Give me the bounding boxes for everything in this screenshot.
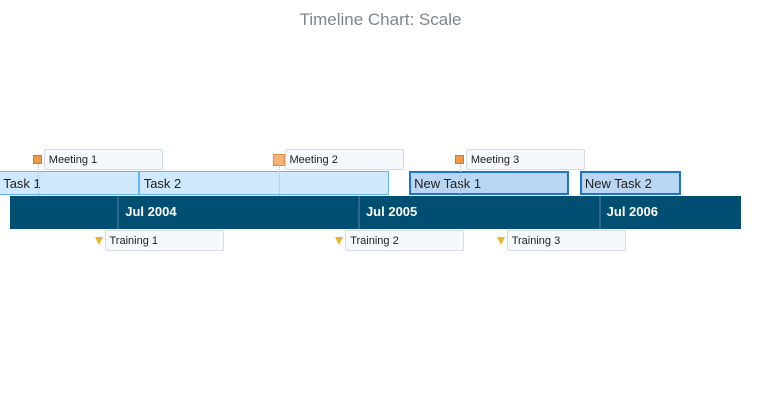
milestone-marker [455, 155, 465, 164]
task-bar[interactable]: Task 2 [138, 171, 389, 195]
milestone-marker [33, 155, 43, 164]
milestone-label: Meeting 3 [465, 149, 585, 170]
event-marker [94, 237, 103, 245]
axis-tick-line [598, 196, 601, 229]
event-marker [335, 237, 344, 245]
date-axis: Jul 2004 Jul 2005 Jul 2006 [10, 196, 741, 229]
event-label: Training 2 [345, 230, 465, 251]
task-bar[interactable]: Task 1 [0, 171, 139, 195]
axis-tick-label: Jul 2004 [125, 204, 177, 219]
task-bar[interactable]: New Task 1 [409, 171, 569, 195]
axis-tick-label: Jul 2006 [606, 204, 658, 219]
event-label: Training 1 [104, 230, 224, 251]
chart-title: Timeline Chart: Scale [299, 10, 462, 29]
axis-tick-label: Jul 2005 [365, 204, 418, 219]
milestone-connector [459, 165, 461, 196]
milestone-connector [37, 165, 39, 196]
event-label: Training 3 [506, 230, 626, 251]
milestone-connector [278, 165, 280, 196]
milestone-label: Meeting 1 [43, 149, 163, 170]
event-marker [496, 237, 505, 245]
axis-tick-line [117, 196, 120, 229]
milestone-label: Meeting 2 [284, 149, 404, 170]
task-bar[interactable]: New Task 2 [579, 171, 681, 195]
axis-tick-line [357, 196, 360, 229]
milestone-marker [272, 153, 285, 166]
